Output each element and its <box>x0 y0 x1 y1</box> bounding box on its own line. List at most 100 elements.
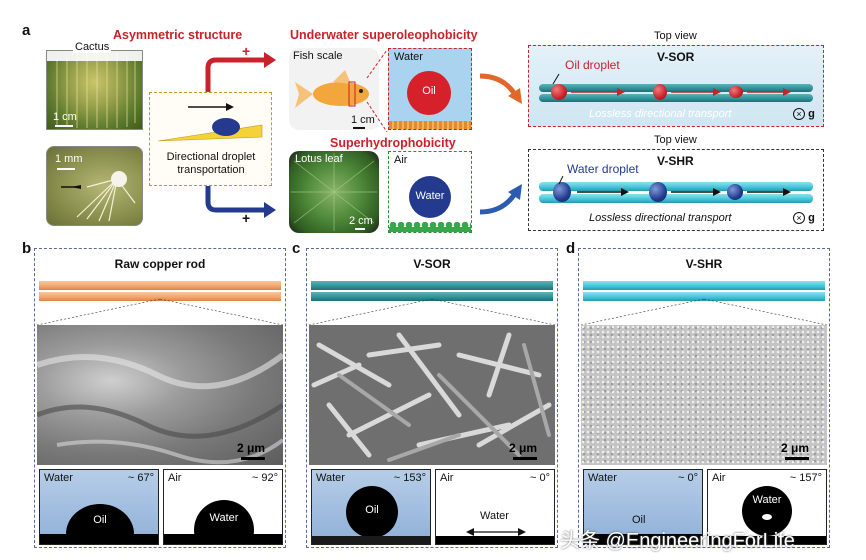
cyan-rod-2 <box>583 292 825 301</box>
oil-drop-label: Oil <box>422 85 436 97</box>
spreading-arrows <box>466 528 526 536</box>
water-drop <box>409 176 451 218</box>
panel-d-water-drop <box>742 486 792 536</box>
oil-droplet-label: Oil droplet <box>565 58 620 72</box>
panel-b-ca2-medium: Air <box>168 472 182 484</box>
panel-d-ca1-drop: Oil <box>632 514 646 526</box>
cactus-scale-bar <box>55 125 73 127</box>
fish-scale-photo: Fish scale 1 cm <box>289 48 379 130</box>
panel-d-highlight <box>762 514 772 520</box>
panel-b-ca-water: Water ~ 67° Oil <box>39 469 159 545</box>
panel-d-frame: V-SHR 2 μm Water ~ 0° Oil Air ~ 157° Wat… <box>578 248 830 548</box>
water-drop-label: Water <box>415 190 445 202</box>
vsor-title: V-SOR <box>657 50 695 64</box>
panel-c-label: c <box>292 240 301 257</box>
directional-droplet-text: Directional droplet transportation <box>166 151 256 176</box>
panel-c-film <box>436 536 554 544</box>
asymmetric-structure-heading: Asymmetric structure <box>113 28 243 42</box>
panel-c-sem-image: 2 μm <box>309 325 555 465</box>
panel-c-scale-bar <box>513 457 537 460</box>
oil-droplet-2 <box>653 84 667 100</box>
schematic-water-label: Water <box>394 51 423 63</box>
panel-d-ca-water: Water ~ 0° Oil <box>583 469 703 545</box>
cyan-rod-1 <box>583 281 825 290</box>
panel-c-ca-air: Air ~ 0° Water <box>435 469 555 545</box>
vsor-rod-1 <box>539 84 813 92</box>
vsor-arrows <box>552 73 791 96</box>
panel-c-ca2-medium: Air <box>440 472 454 484</box>
copper-rod-1 <box>39 281 281 290</box>
panel-d-ca1-medium: Water <box>588 472 617 484</box>
vsor-top-view: V-SOR Oil droplet Lossless directional t… <box>528 45 824 127</box>
cactus-label: Cactus <box>73 41 112 53</box>
panel-b-ca1-drop: Oil <box>93 514 107 526</box>
water-droplet-1 <box>553 182 571 202</box>
schematic-air-label: Air <box>394 154 408 166</box>
water-droplet-label: Water droplet <box>567 162 639 176</box>
plus-top: + <box>242 43 251 59</box>
top-view-label-2: Top view <box>654 134 697 146</box>
panel-c-ca2-angle: ~ 0° <box>530 472 550 484</box>
panel-d-substrate-2 <box>708 536 826 544</box>
gravity-symbol-2: × g <box>793 212 815 224</box>
cactus-photo: Cactus 1 cm <box>46 41 143 130</box>
water-droplet-3 <box>727 184 743 200</box>
teal-rod-2 <box>311 292 553 301</box>
gravity-circle-icon: × <box>793 108 805 120</box>
vshr-arrows <box>558 175 791 196</box>
fish-scale-bar <box>353 127 365 129</box>
vsor-lossless-text: Lossless directional transport <box>589 108 732 120</box>
panel-d-ca2-medium: Air <box>712 472 726 484</box>
lotus-label: Lotus leaf <box>295 153 343 165</box>
panel-c-ca-water: Water ~ 153° Oil <box>311 469 431 545</box>
fish-scale-label: Fish scale <box>293 50 343 62</box>
panel-b-scale: 2 μm <box>237 441 266 455</box>
panel-c-ca1-angle: ~ 153° <box>393 472 426 484</box>
vshr-title: V-SHR <box>657 154 694 168</box>
fish-scale-bar-label: 1 cm <box>351 114 375 126</box>
cactus-scale: 1 cm <box>53 111 77 123</box>
panel-b-ca1-medium: Water <box>44 472 73 484</box>
lotus-scale-bar <box>355 228 365 230</box>
panel-b-ca2-drop: Water <box>209 512 239 524</box>
panel-d-ca-air: Air ~ 157° Water <box>707 469 827 545</box>
panel-b-title: Raw copper rod <box>114 257 206 271</box>
oil-droplet-3 <box>729 86 743 98</box>
panel-d-ca2-drop: Water <box>752 494 782 506</box>
gravity-symbol-1: × g <box>793 108 815 120</box>
panel-c-scale: 2 μm <box>509 441 538 455</box>
underwater-heading: Underwater superoleophobicity <box>290 28 478 42</box>
vshr-rod-2 <box>539 194 813 203</box>
vshr-rod-1 <box>539 182 813 191</box>
top-view-label-1: Top view <box>654 30 697 42</box>
panel-b-substrate-2 <box>164 534 282 544</box>
vsor-rod-2 <box>539 94 813 102</box>
panel-c-oil-drop <box>346 486 398 538</box>
panel-d-sem-image: 2 μm <box>581 325 827 465</box>
panel-c-ca1-medium: Water <box>316 472 345 484</box>
lotus-leaf-photo: Lotus leaf 2 cm <box>289 151 379 233</box>
panel-c-substrate-1 <box>312 536 430 544</box>
panel-d-ca2-angle: ~ 157° <box>789 472 822 484</box>
panel-b-label: b <box>22 240 32 257</box>
panel-b-ca2-angle: ~ 92° <box>251 472 278 484</box>
panel-d-substrate-1 <box>584 534 702 544</box>
panel-d-zoom-lines <box>580 298 828 326</box>
panel-d-scale-bar <box>785 457 809 460</box>
oil-droplet-1 <box>551 84 567 100</box>
panel-b-ca-air: Air ~ 92° Water <box>163 469 283 545</box>
directional-droplet-box: Directional droplet transportation <box>149 92 272 186</box>
panel-d-label: d <box>566 240 576 257</box>
panel-b-scale-bar <box>241 457 265 460</box>
panel-d-title: V-SHR <box>685 257 723 271</box>
panel-a-label: a <box>22 22 31 39</box>
gravity-circle-icon-2: × <box>793 212 805 224</box>
air-water-schematic: Air Water <box>388 151 472 233</box>
green-substrate <box>389 222 471 232</box>
orange-substrate <box>389 121 471 129</box>
fish-zoom-lines <box>366 49 388 133</box>
spine-scale: 1 mm <box>55 153 83 165</box>
panel-d-scale: 2 μm <box>781 441 810 455</box>
gravity-label-1: g <box>808 108 815 120</box>
vshr-lossless-text: Lossless directional transport <box>589 212 732 224</box>
